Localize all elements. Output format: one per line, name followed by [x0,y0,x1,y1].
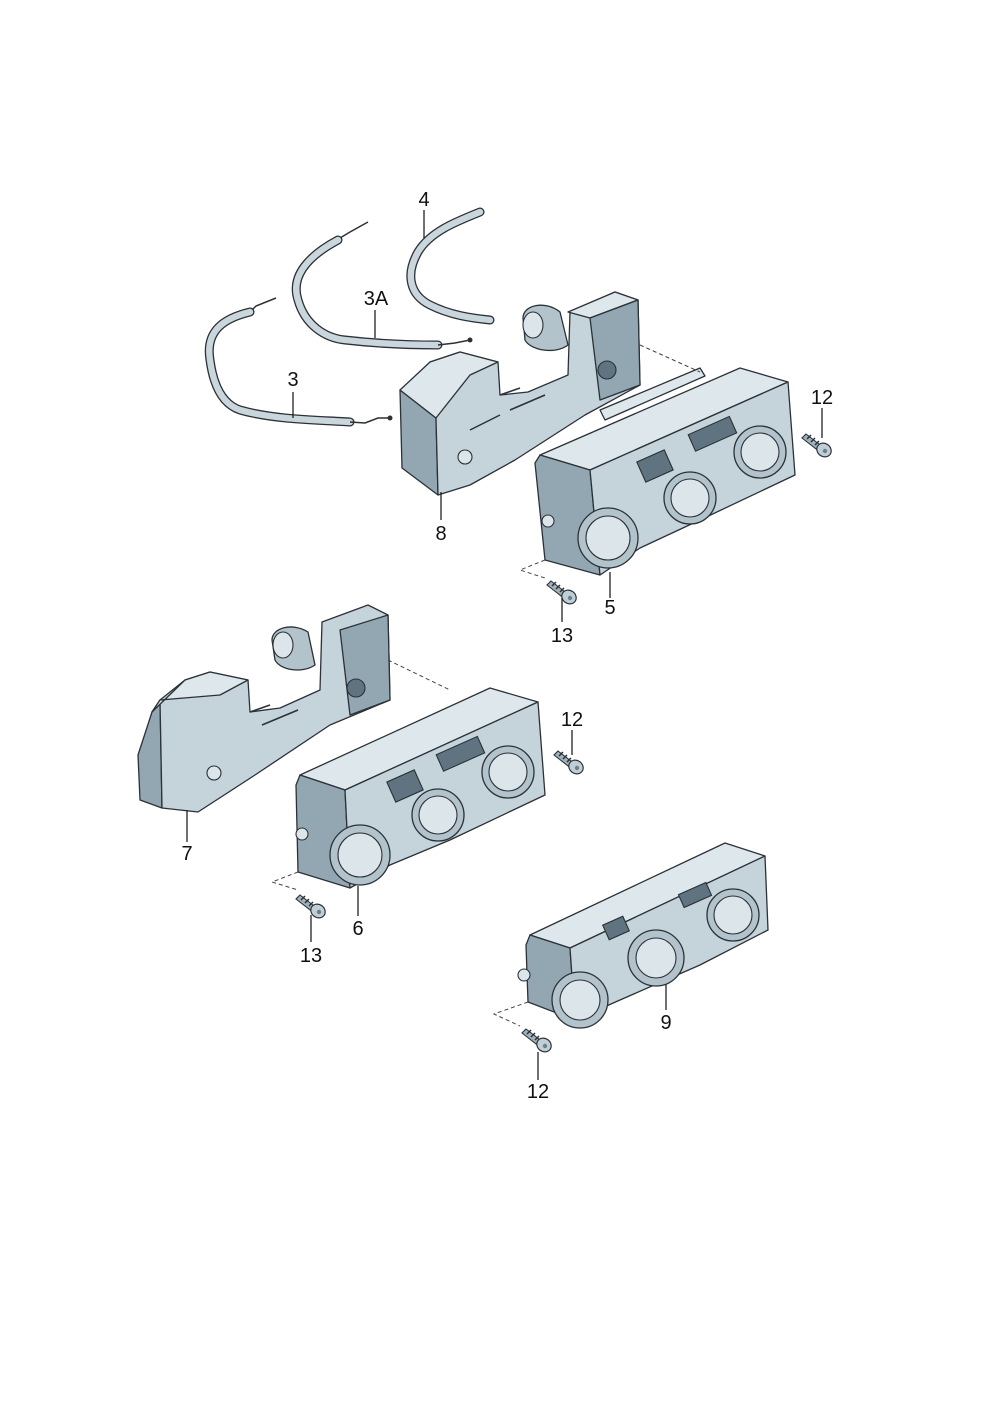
cable-3 [204,297,393,427]
control-unit-5 [534,367,796,576]
callout-3a: 3A [364,288,389,310]
screw-12-middle [553,750,587,778]
callout-12-middle: 12 [561,709,583,731]
callout-3: 3 [287,369,298,391]
callout-13-middle: 13 [300,945,322,967]
callout-7: 7 [181,843,192,865]
control-unit-9 [517,842,769,1029]
callout-13-upper: 13 [551,625,573,647]
callout-6: 6 [352,918,363,940]
bracket-8 [399,291,641,496]
callout-5: 5 [604,597,615,619]
screw-13-upper [546,580,580,608]
callout-8: 8 [435,523,446,545]
screw-12-lower [521,1028,555,1056]
leader-lines [186,210,823,1080]
cable-3a [291,221,473,350]
control-unit-6 [295,687,546,889]
screw-13-middle [295,894,329,922]
callout-12-upper: 12 [811,387,833,409]
callout-4: 4 [418,189,429,211]
callout-9: 9 [660,1012,671,1034]
bracket-7 [137,604,391,813]
screw-12-upper [801,433,835,461]
cable-4 [406,207,495,325]
callout-12-lower: 12 [527,1081,549,1103]
